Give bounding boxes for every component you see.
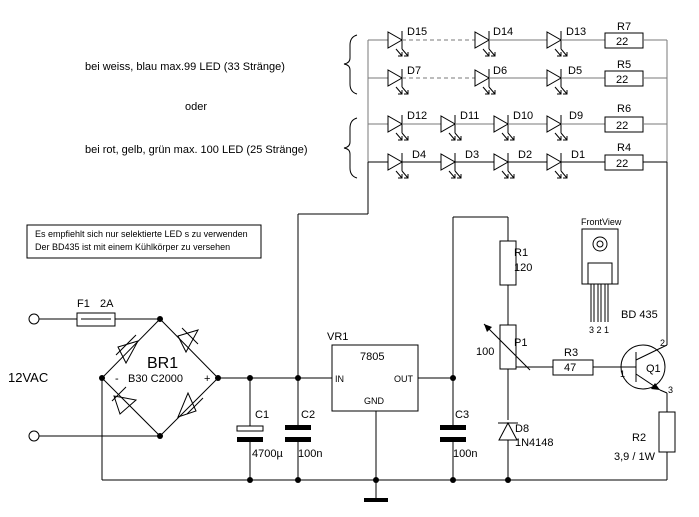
ac-terminal-bottom <box>28 430 40 442</box>
q1-pin-e: 3 <box>668 385 673 395</box>
regulator-ref: VR1 <box>327 331 348 343</box>
regulator-out: OUT <box>394 374 414 384</box>
regulator-gnd: GND <box>364 396 385 406</box>
bridge-minus: - <box>115 373 119 385</box>
regulator-in: IN <box>335 374 344 384</box>
pot-name: P1 <box>514 337 527 349</box>
led-d6-label: D6 <box>493 65 507 77</box>
bridge-plus: + <box>204 373 210 385</box>
r2-name: R2 <box>632 432 646 444</box>
r1-value: 120 <box>514 262 532 274</box>
c1-name: C1 <box>255 409 269 421</box>
bridge-value: B30 C2000 <box>128 373 183 385</box>
advice-line-1: Es empfiehlt sich nur selektierte LED s … <box>35 229 248 239</box>
q1-pin-b: 1 <box>620 369 625 379</box>
r3-value: 47 <box>564 362 576 374</box>
r6-name: R6 <box>617 103 631 115</box>
advice-box <box>26 224 262 259</box>
r5-value: 22 <box>616 74 628 86</box>
r2-value: 3,9 / 1W <box>614 451 656 463</box>
r5-name: R5 <box>617 59 631 71</box>
led-d10-label: D10 <box>513 110 533 122</box>
regulator-type: 7805 <box>360 351 384 363</box>
capacitor-c3 <box>440 425 466 480</box>
led-d15-label: D15 <box>407 26 427 38</box>
bd435-view: FrontView <box>581 217 622 227</box>
note-white-blue: bei weiss, blau max.99 LED (33 Stränge) <box>85 61 285 73</box>
advice-line-2: Der BD435 ist mit einem Kühlkörper zu ve… <box>35 242 230 252</box>
led-d3-label: D3 <box>465 149 479 161</box>
diode-d8 <box>498 421 518 480</box>
ac-terminal-top <box>28 313 40 325</box>
supply-label: 12VAC <box>8 370 48 385</box>
led-row-2 <box>368 69 667 95</box>
bridge-rectifier <box>101 318 219 437</box>
brace-bottom <box>343 117 358 179</box>
note-or: oder <box>185 101 207 113</box>
led-d5-label: D5 <box>568 65 582 77</box>
q1-name: Q1 <box>646 363 661 375</box>
r4-name: R4 <box>617 142 631 154</box>
r7-name: R7 <box>617 21 631 33</box>
r4-value: 22 <box>616 158 628 170</box>
r7-value: 22 <box>616 36 628 48</box>
q1-pin-c: 2 <box>660 338 665 348</box>
capacitor-c2 <box>285 378 311 480</box>
bd435-package <box>581 228 619 322</box>
c2-value: 100n <box>298 448 322 460</box>
fuse-name: F1 <box>77 298 90 310</box>
capacitor-c1 <box>236 378 264 480</box>
r1-name: R1 <box>514 247 528 259</box>
led-d11-label: D11 <box>460 110 479 122</box>
c3-name: C3 <box>455 409 469 421</box>
led-row-4 <box>368 153 667 179</box>
led-d2-label: D2 <box>518 149 532 161</box>
resistor-r2 <box>658 411 676 453</box>
bd435-type: BD 435 <box>621 309 658 321</box>
led-d9-label: D9 <box>569 110 583 122</box>
bd435-pins: 3 2 1 <box>589 325 609 335</box>
led-d7-label: D7 <box>407 65 421 77</box>
led-d4-label: D4 <box>412 149 426 161</box>
pot-value: 100 <box>476 346 494 358</box>
bridge-name: BR1 <box>147 355 178 372</box>
note-red-yellow-green: bei rot, gelb, grün max. 100 LED (25 Str… <box>85 144 308 156</box>
r6-value: 22 <box>616 120 628 132</box>
transistor-q1 <box>620 344 666 390</box>
pot-wiper <box>483 323 531 371</box>
fuse-value: 2A <box>100 298 114 310</box>
led-d13-label: D13 <box>566 26 586 38</box>
led-d1-label: D1 <box>571 149 585 161</box>
d8-value: 1N4148 <box>515 437 554 449</box>
led-d12-label: D12 <box>407 110 427 122</box>
c2-name: C2 <box>301 409 315 421</box>
brace-top <box>343 34 358 95</box>
d8-name: D8 <box>515 423 529 435</box>
r3-name: R3 <box>564 347 578 359</box>
led-row-1 <box>368 31 667 57</box>
c3-value: 100n <box>453 448 477 460</box>
led-d14-label: D14 <box>493 26 513 38</box>
c1-value: 4700µ <box>252 448 283 460</box>
led-row-3 <box>368 115 667 141</box>
